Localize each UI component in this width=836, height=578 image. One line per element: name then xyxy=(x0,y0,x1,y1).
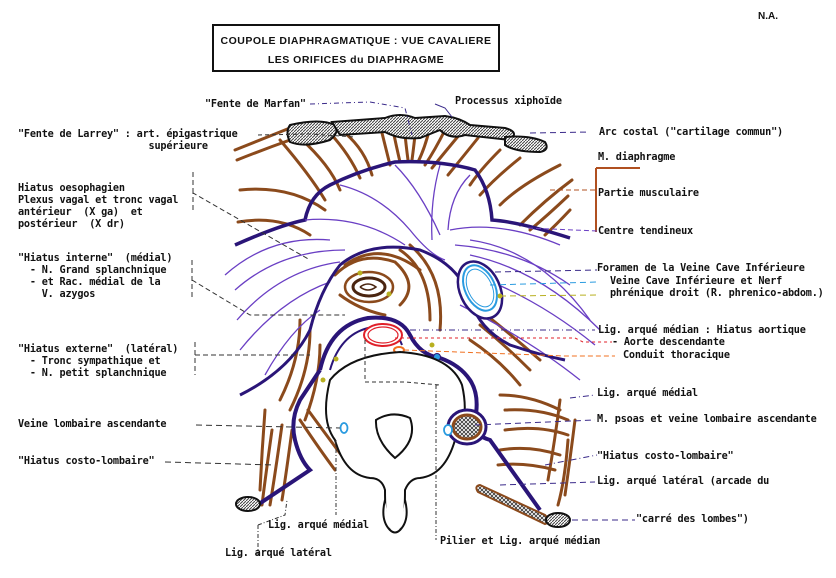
title-line-2: LES ORIFICES du DIAPHRAGME xyxy=(267,54,445,66)
label-lig-arque-medial-right: Lig. arqué médial xyxy=(597,388,698,399)
leader-lines xyxy=(164,101,640,555)
label-carre-lombes: "carré des lombes") xyxy=(636,514,749,525)
title-box: COUPOLE DIAPHRAGMATIQUE : VUE CAVALIERE … xyxy=(212,24,500,72)
label-arc-costal: Arc costal ("cartilage commun") xyxy=(599,127,783,138)
label-hiatus-costo-lombaire-right: "Hiatus costo-lombaire" xyxy=(597,451,734,462)
label-foramen-vci: Foramen de la Veine Cave Inférieure xyxy=(597,263,805,274)
label-fente-marfan: "Fente de Marfan" xyxy=(205,99,306,110)
label-psoas: M. psoas et veine lombaire ascendante xyxy=(597,414,817,425)
author-initials: N.A. xyxy=(758,11,778,22)
label-hiatus-externe: "Hiatus externe" (latéral) - Tronc sympa… xyxy=(18,344,179,379)
label-lig-arque-lateral-bottom: Lig. arqué latéral xyxy=(225,548,332,559)
label-vci-nerf: Veine Cave Inférieure et Nerf phrénique … xyxy=(610,276,824,299)
label-lig-arque-lateral-right: Lig. arqué latéral (arcade du xyxy=(597,476,770,487)
ivc-foramen xyxy=(456,260,504,320)
label-hiatus-costo-lombaire-left: "Hiatus costo-lombaire" xyxy=(18,456,155,467)
title-line-1: COUPOLE DIAPHRAGMATIQUE : VUE CAVALIERE xyxy=(220,35,492,47)
label-partie-musculaire: Partie musculaire xyxy=(598,188,699,199)
label-pilier: Pilier et Lig. arqué médian xyxy=(440,536,601,547)
label-conduit-thoracique: Conduit thoracique xyxy=(623,350,730,361)
label-hiatus-interne: "Hiatus interne" (médial) - N. Grand spl… xyxy=(18,253,173,300)
label-processus-xiphoide: Processus xiphoïde xyxy=(455,96,562,107)
label-hiatus-oesophagien: Hiatus oesophagien Plexus vagal et tronc… xyxy=(18,183,179,230)
vertebra xyxy=(325,350,466,534)
label-fente-larrey: "Fente de Larrey" : art. épigastrique su… xyxy=(18,129,238,152)
esophagus-hiatus xyxy=(343,270,395,304)
label-veine-lombaire-ascendante: Veine lombaire ascendante xyxy=(18,419,167,430)
label-centre-tendineux: Centre tendineux xyxy=(598,226,693,237)
label-m-diaphragme: M. diaphragme xyxy=(598,152,676,163)
label-aorte-descendante: - Aorte descendante xyxy=(612,337,725,348)
psoas-muscle xyxy=(235,408,571,528)
label-lig-arque-medial-bottom: Lig. arqué médial xyxy=(268,520,369,531)
label-lig-arque-median: Lig. arqué médian : Hiatus aortique xyxy=(598,325,806,336)
costal-arch xyxy=(286,114,548,154)
